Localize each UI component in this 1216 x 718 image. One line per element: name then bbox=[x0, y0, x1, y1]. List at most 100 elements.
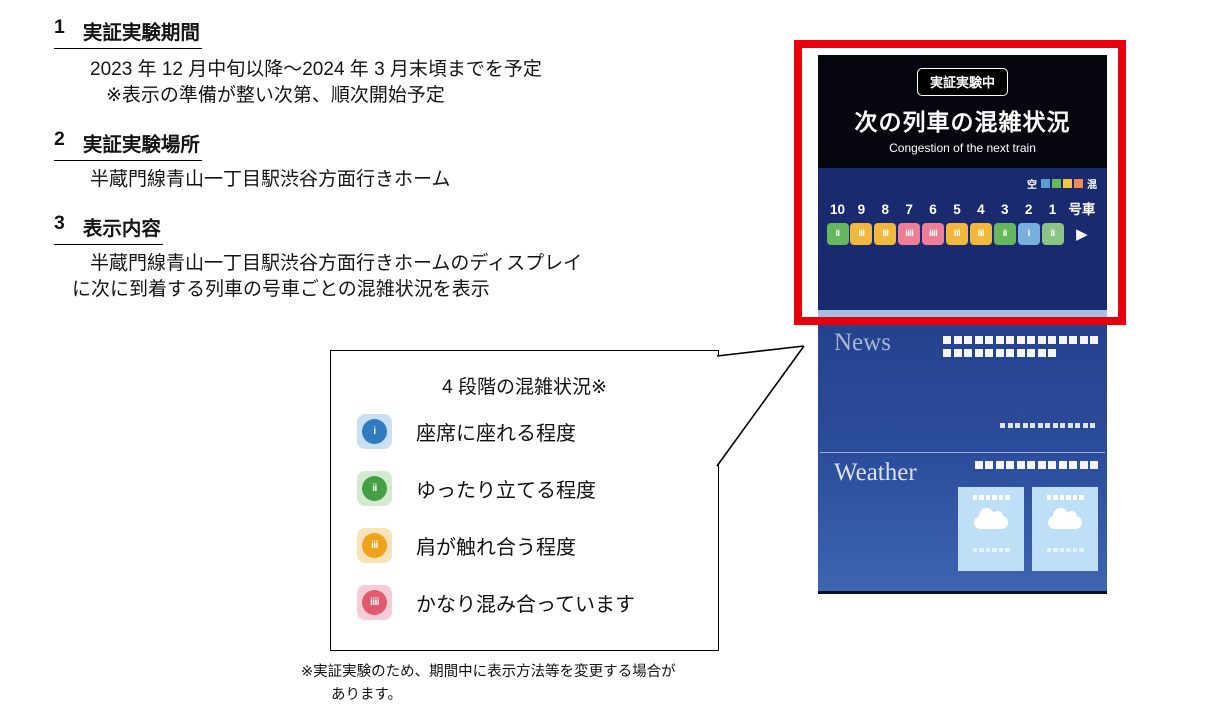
car-congestion-icon: iii bbox=[945, 223, 968, 245]
car-column-10: 10 ii bbox=[826, 199, 849, 246]
section-1-number: 1 bbox=[54, 16, 65, 38]
placeholder-row bbox=[1046, 495, 1084, 500]
car-number: 9 bbox=[857, 202, 866, 217]
section-3-heading: 3 表示内容 bbox=[54, 212, 163, 245]
level-3-circle: iii bbox=[362, 532, 387, 558]
legend-title: 4 段階の混雑状況※ bbox=[442, 377, 607, 398]
legend-item: iii 肩が触れ合う程度 bbox=[357, 527, 576, 563]
car-number: 1 bbox=[1048, 202, 1057, 217]
display-divider-bar bbox=[818, 310, 1107, 321]
cloud-icon bbox=[974, 507, 1008, 529]
status-badge: 実証実験中 bbox=[916, 68, 1008, 96]
legend-item-label: 肩が触れ合う程度 bbox=[416, 536, 576, 559]
car-number: 7 bbox=[905, 202, 913, 217]
car-congestion-icon: i bbox=[1017, 223, 1040, 245]
car-column-4: 4 iii bbox=[969, 199, 992, 246]
car-congestion-icon: iiii bbox=[898, 223, 921, 245]
section-1-title: 実証実験期間 bbox=[82, 22, 200, 44]
section-2-heading: 2 実証実験場所 bbox=[54, 128, 202, 161]
legend-item: i 座席に座れる程度 bbox=[357, 413, 576, 449]
level-4-icon: iiii bbox=[357, 584, 392, 620]
placeholder-row bbox=[972, 547, 1010, 552]
car-number: 5 bbox=[953, 202, 961, 217]
congestion-panel: 空 混 10 ii 9 iii 8 iii 7 iiii bbox=[818, 168, 1107, 310]
car-column-8: 8 iii bbox=[874, 199, 897, 246]
legend-item: iiii かなり混み合っています bbox=[357, 584, 635, 620]
car-number: 2 bbox=[1024, 202, 1033, 217]
car-column-7: 7 iiii bbox=[898, 199, 921, 246]
placeholder-row bbox=[972, 495, 1010, 500]
section-3-line-2: に次に到着する列車の号車ごとの混雑状況を表示 bbox=[72, 279, 490, 300]
direction-arrow-icon: ▶ bbox=[1076, 226, 1088, 243]
level-4-glyph: iiii bbox=[369, 596, 380, 608]
scale-color-2 bbox=[1052, 179, 1061, 188]
level-3-icon: iii bbox=[357, 527, 392, 563]
level-2-icon: ii bbox=[357, 470, 392, 506]
car-number: 6 bbox=[929, 202, 937, 217]
car-congestion-icon: ii bbox=[993, 223, 1016, 245]
weather-placeholder-text bbox=[974, 461, 1098, 469]
weather-card bbox=[1032, 487, 1098, 571]
car-congestion-icon: iiii bbox=[922, 223, 945, 245]
level-1-circle: i bbox=[362, 418, 387, 444]
weather-section-label: Weather bbox=[834, 459, 917, 486]
car-column-3: 3 ii bbox=[993, 199, 1016, 246]
car-congestion-icon: ii bbox=[1041, 223, 1064, 245]
scale-color-4 bbox=[1074, 179, 1083, 188]
car-column-5: 5 iii bbox=[945, 199, 968, 246]
scale-color-1 bbox=[1041, 179, 1050, 188]
footnote-line-1: ※実証実験のため、期間中に表示方法等を変更する場合が bbox=[301, 664, 676, 680]
section-1-heading: 1 実証実験期間 bbox=[54, 16, 202, 49]
car-congestion-icon: ii bbox=[826, 223, 849, 245]
level-1-icon: i bbox=[357, 413, 392, 449]
level-3-glyph: iii bbox=[371, 539, 378, 551]
section-1-line-1: 2023 年 12 月中旬以降～2024 年 3 月末頃までを予定 bbox=[90, 59, 542, 80]
car-number: 4 bbox=[977, 202, 985, 217]
legend-footnote: ※実証実験のため、期間中に表示方法等を変更する場合が あります。 bbox=[301, 661, 676, 707]
section-3-number: 3 bbox=[54, 212, 65, 234]
weather-cards bbox=[958, 487, 1098, 571]
news-placeholder-text bbox=[943, 336, 1098, 357]
section-3-title: 表示内容 bbox=[82, 218, 161, 240]
placeholder-row bbox=[943, 336, 1098, 344]
section-2-number: 2 bbox=[54, 128, 65, 150]
level-2-glyph: ii bbox=[372, 482, 377, 494]
section-3-line-1: 半蔵門線青山一丁目駅渋谷方面行きホームのディスプレイ bbox=[90, 253, 583, 274]
car-unit-label: 号車 bbox=[1068, 202, 1096, 217]
placeholder-row bbox=[943, 349, 1056, 357]
weather-divider-line bbox=[820, 452, 1105, 453]
level-1-glyph: i bbox=[373, 425, 376, 437]
section-2-title: 実証実験場所 bbox=[82, 134, 200, 156]
level-4-circle: iiii bbox=[362, 589, 387, 615]
display-title: 次の列車の混雑状況 bbox=[854, 109, 1071, 135]
weather-card bbox=[958, 487, 1024, 571]
legend-item-label: ゆったり立てる程度 bbox=[416, 479, 596, 502]
car-number: 10 bbox=[829, 202, 846, 217]
display-lower-area: News Weather bbox=[818, 321, 1107, 591]
congestion-scale: 空 混 bbox=[826, 176, 1099, 191]
car-column-6: 6 iiii bbox=[922, 199, 945, 246]
cars-row: 10 ii 9 iii 8 iii 7 iiii 6 iiii 5 iii bbox=[826, 199, 1099, 246]
car-congestion-icon: iii bbox=[874, 223, 897, 245]
placeholder-row bbox=[1046, 547, 1084, 552]
car-column-9: 9 iii bbox=[850, 199, 873, 246]
scale-empty-label: 空 bbox=[1027, 180, 1037, 191]
car-number: 8 bbox=[881, 202, 890, 217]
platform-display-mockup: 実証実験中 次の列車の混雑状況 Congestion of the next t… bbox=[818, 55, 1107, 594]
display-subtitle: Congestion of the next train bbox=[889, 141, 1036, 155]
section-2-line-1: 半蔵門線青山一丁目駅渋谷方面行きホーム bbox=[90, 169, 451, 190]
footnote-line-2: あります。 bbox=[331, 687, 403, 703]
legend-item: ii ゆったり立てる程度 bbox=[357, 470, 596, 506]
congestion-legend-box: 4 段階の混雑状況※ i 座席に座れる程度 ii ゆったり立てる程度 iii 肩… bbox=[330, 350, 719, 651]
car-congestion-icon: iii bbox=[850, 223, 873, 245]
display-header: 実証実験中 次の列車の混雑状況 Congestion of the next t… bbox=[818, 55, 1107, 168]
car-congestion-icon: iii bbox=[969, 223, 992, 245]
highlight-frame bbox=[794, 40, 1126, 325]
cloud-icon bbox=[1048, 507, 1082, 529]
section-1-line-2: ※表示の準備が整い次第、順次開始予定 bbox=[106, 85, 445, 106]
news-section-label: News bbox=[834, 329, 891, 356]
car-column-2: 2 i bbox=[1017, 199, 1040, 246]
scale-crowded-label: 混 bbox=[1087, 180, 1097, 191]
level-2-circle: ii bbox=[362, 475, 387, 501]
